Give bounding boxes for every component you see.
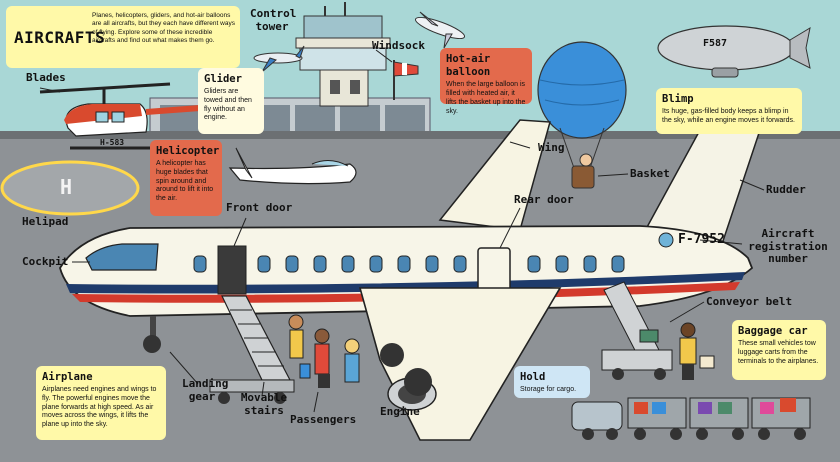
glider <box>228 147 357 185</box>
label-helipad: Helipad <box>22 215 69 228</box>
blimp-box: Blimp Its huge, gas-filled body keeps a … <box>656 88 802 134</box>
leader-lines <box>39 49 765 413</box>
helicopter-box: Helicopter A helicopter has huge blades … <box>150 140 222 216</box>
intro-box: AIRCRAFTS Planes, helicopters, gliders, … <box>6 6 240 68</box>
glider-box: Glider Gliders are towed and then fly wi… <box>198 68 264 134</box>
control-tower <box>295 2 391 107</box>
helicopter-heading: Helicopter <box>156 145 220 157</box>
terminal-building <box>149 97 431 137</box>
helicopter-text: A helicopter has huge blades that spin a… <box>156 160 214 203</box>
baggage-train-drawing <box>571 397 811 440</box>
balloon-box: Hot-air balloon When the large balloon i… <box>440 48 532 115</box>
label-registration: Aircraft registration number <box>748 227 828 266</box>
label-control-tower: Control tower <box>250 7 297 33</box>
movable-stairs-drawing <box>209 295 295 404</box>
baggage-box: Baggage car These small vehicles tow lug… <box>732 320 826 380</box>
label-front-door: Front door <box>226 201 293 214</box>
label-blades: Blades <box>26 71 66 84</box>
label-passengers: Passengers <box>290 413 357 426</box>
label-movable-stairs: Movable stairs <box>240 391 288 417</box>
label-rudder: Rudder <box>766 183 806 196</box>
hot-air-balloon <box>537 41 627 189</box>
glider-heading: Glider <box>204 73 242 85</box>
blimp-text: Its huge, gas-filled body keeps a blimp … <box>662 108 795 124</box>
conveyor-belt-drawing <box>601 281 673 380</box>
label-conveyor-belt: Conveyor belt <box>706 295 793 308</box>
baggage-heading: Baggage car <box>738 325 808 337</box>
baggage-handler-drawing <box>679 322 715 380</box>
helicopter-registration: H-583 <box>100 138 125 147</box>
sky-plane-left <box>253 45 305 73</box>
baggage-text: These small vehicles tow luggage carts f… <box>738 340 819 365</box>
airplane-box: Airplane Airplanes need engines and wing… <box>36 366 166 440</box>
helipad-letter: H <box>60 175 73 199</box>
sky-plane-right <box>414 11 466 49</box>
balloon-text: When the large balloon is filled with he… <box>446 81 526 115</box>
blimp <box>657 25 811 78</box>
passengers-drawing <box>288 314 360 388</box>
label-wing: Wing <box>538 141 565 154</box>
helicopter <box>39 82 201 150</box>
hold-text: Storage for cargo. <box>520 386 577 394</box>
plane-registration: F-7952 <box>678 232 725 247</box>
label-cockpit: Cockpit <box>22 255 69 268</box>
label-rear-door: Rear door <box>514 193 574 206</box>
balloon-heading: Hot-air balloon <box>446 53 491 79</box>
windsock <box>393 60 419 100</box>
label-landing-gear: Landing gear <box>182 377 229 403</box>
page-title: AIRCRAFTS <box>14 28 106 47</box>
airplane <box>59 119 762 441</box>
hold-heading: Hold <box>520 371 546 383</box>
label-engine: Engine <box>380 405 420 418</box>
helipad-circle <box>0 160 140 216</box>
label-basket: Basket <box>630 167 670 180</box>
airplane-text: Airplanes need engines and wings to fly.… <box>42 386 157 429</box>
hold-box: Hold Storage for cargo. <box>514 366 590 398</box>
blimp-registration: F587 <box>703 38 728 49</box>
intro-text: Planes, helicopters, gliders, and hot-ai… <box>92 12 235 45</box>
label-windsock: Windsock <box>372 39 425 52</box>
glider-text: Gliders are towed and then fly without a… <box>204 88 252 122</box>
airplane-heading: Airplane <box>42 371 93 383</box>
blimp-heading: Blimp <box>662 93 694 105</box>
